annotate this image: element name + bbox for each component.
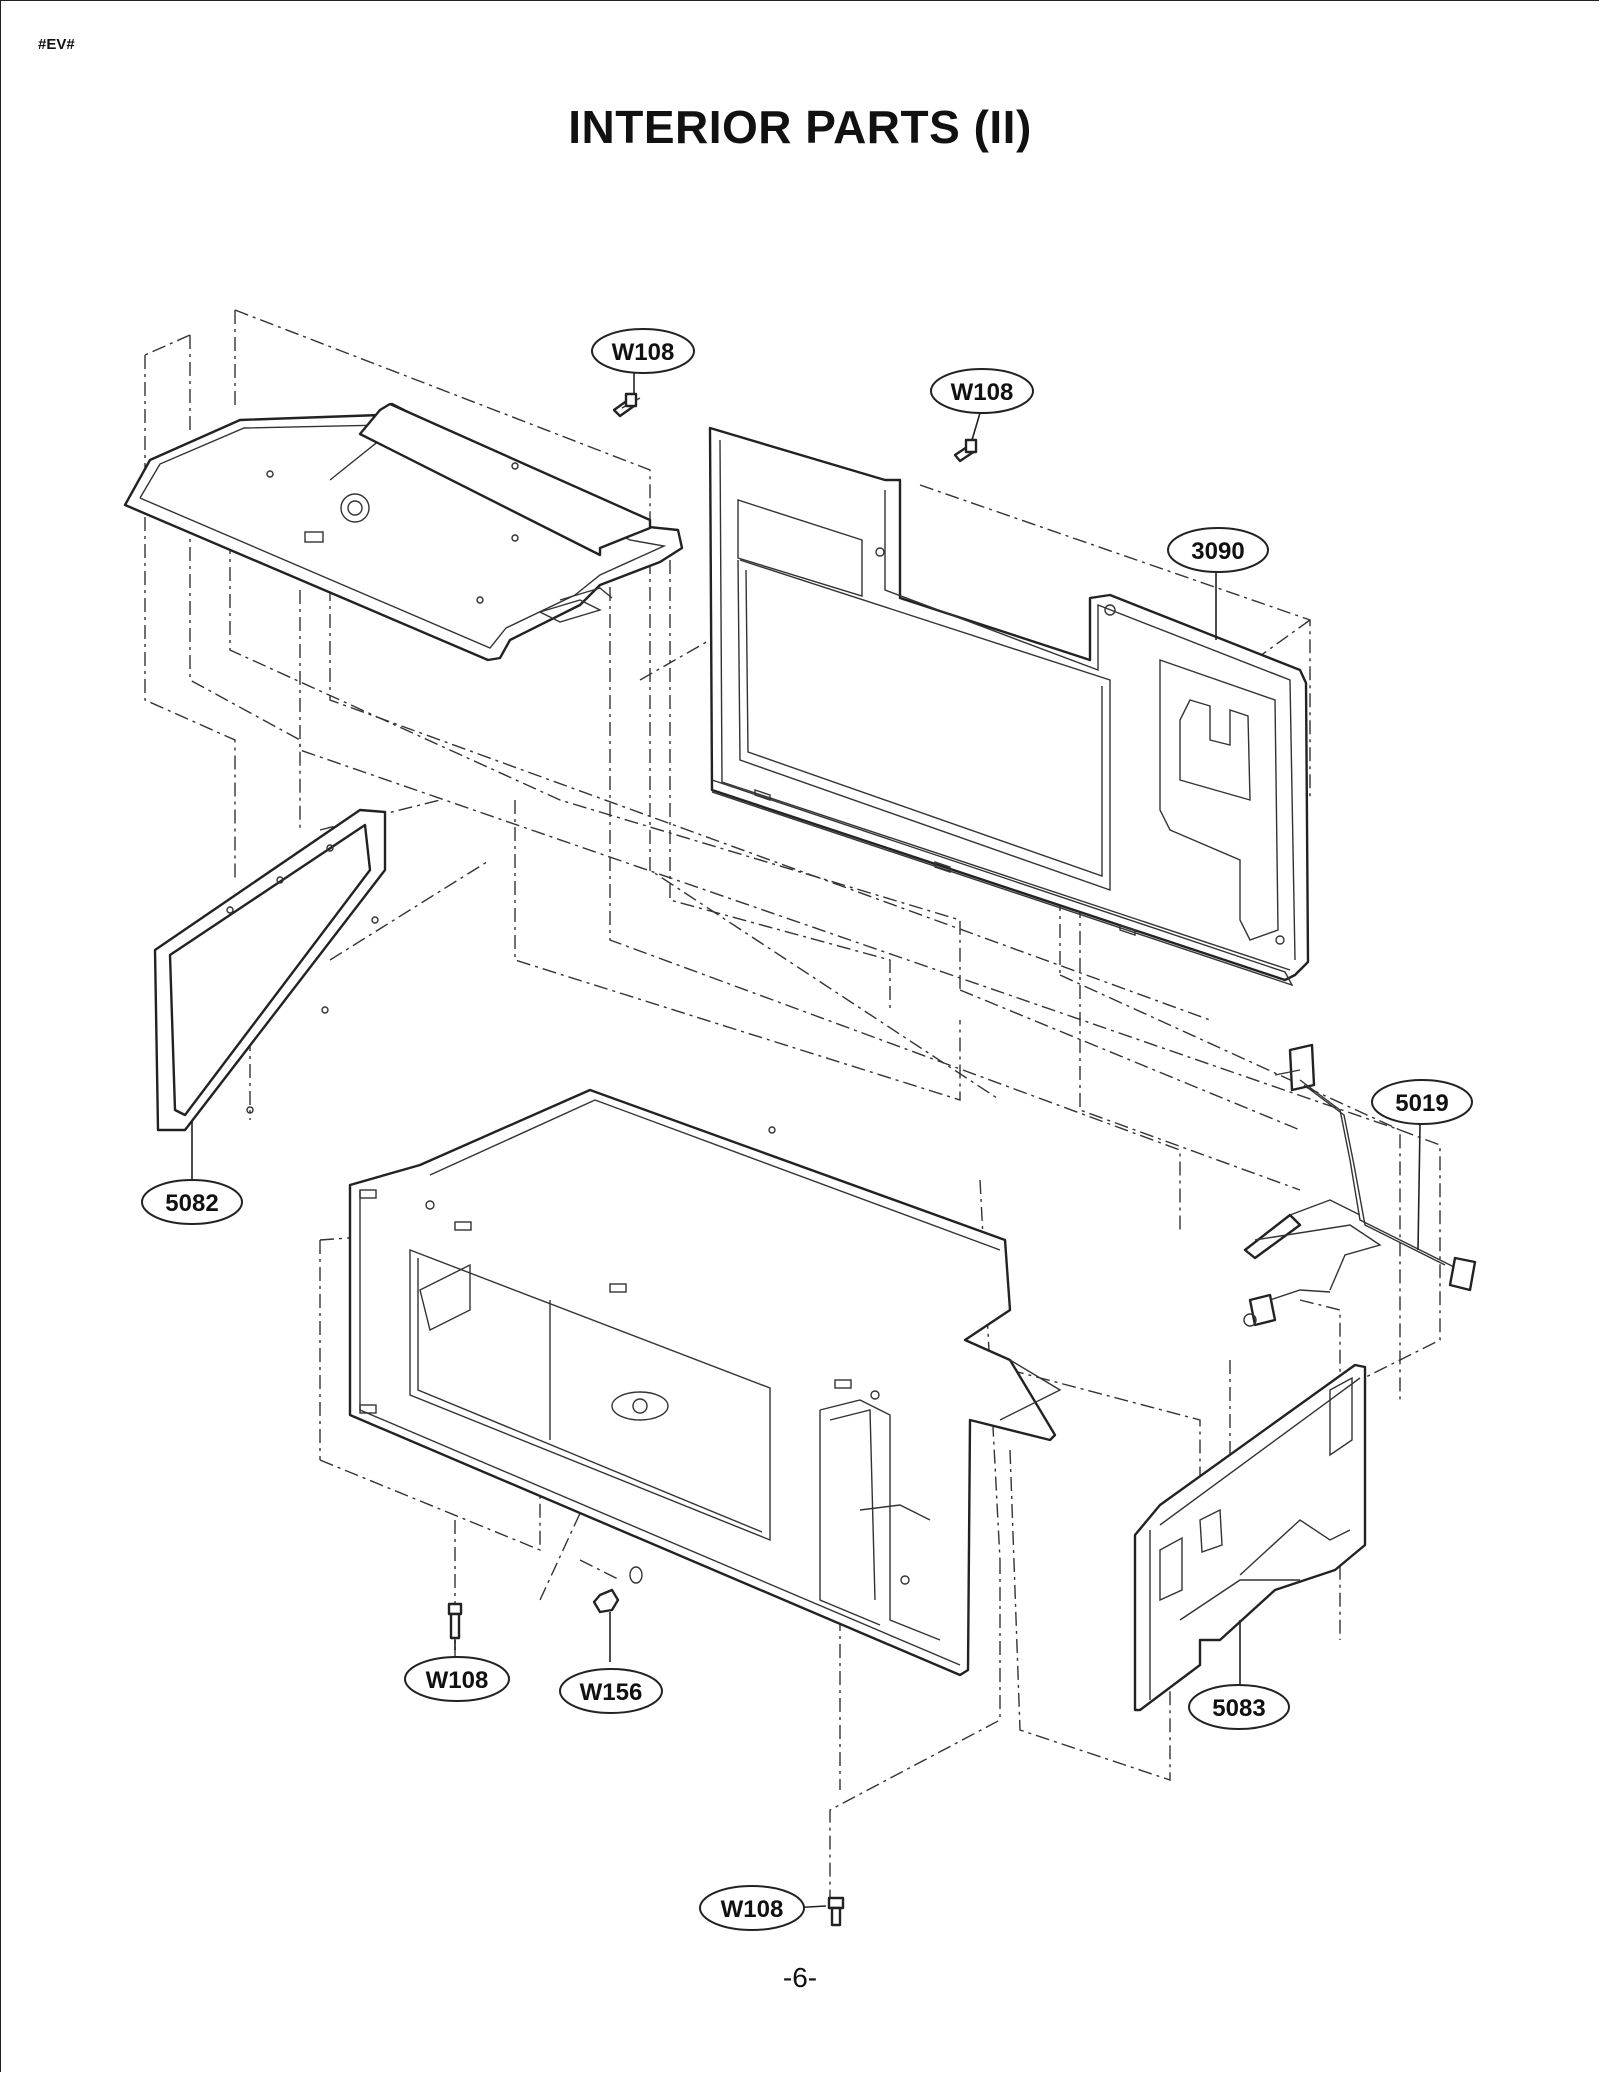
callout-5082: 5082 — [141, 1179, 243, 1225]
callout-w108-bottom-left: W108 — [404, 1656, 510, 1702]
svg-text:5083: 5083 — [1212, 1695, 1265, 1722]
part-5019-harness — [1243, 1043, 1477, 1327]
document-code: #EV# — [38, 36, 75, 53]
callout-w108-top-left: W108 — [591, 328, 695, 374]
svg-text:W108: W108 — [721, 1896, 784, 1923]
part-5082-frame — [153, 808, 387, 1132]
screw-w108-top-right — [953, 438, 978, 463]
oven-cavity-part — [348, 1088, 1062, 1677]
callout-w108-top-right: W108 — [930, 368, 1034, 414]
screw-w108-bottom-left — [447, 1602, 463, 1640]
page-title: INTERIOR PARTS (II) — [568, 101, 1032, 153]
svg-text:W108: W108 — [426, 1667, 489, 1694]
callout-w108-bottom: W108 — [699, 1885, 805, 1931]
part-5083-panel — [1133, 1363, 1367, 1712]
svg-text:5082: 5082 — [165, 1190, 218, 1217]
svg-text:W156: W156 — [580, 1679, 643, 1706]
callout-5019: 5019 — [1371, 1079, 1473, 1125]
screw-w108-bottom — [827, 1896, 845, 1927]
callout-5083: 5083 — [1188, 1684, 1290, 1730]
upper-plate-part — [123, 402, 684, 662]
part-3090-panel — [708, 426, 1310, 987]
page-number: -6- — [782, 1962, 818, 1993]
svg-text:W108: W108 — [951, 379, 1014, 406]
nut-w156 — [592, 1566, 643, 1614]
callout-w156: W156 — [559, 1668, 663, 1714]
callout-3090: 3090 — [1167, 527, 1269, 573]
screw-w108-top-left — [612, 392, 641, 418]
svg-text:5019: 5019 — [1395, 1090, 1448, 1117]
svg-text:3090: 3090 — [1191, 538, 1244, 565]
svg-text:W108: W108 — [612, 339, 675, 366]
